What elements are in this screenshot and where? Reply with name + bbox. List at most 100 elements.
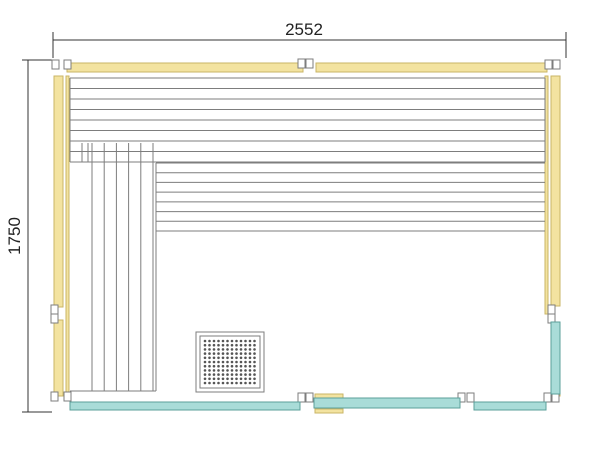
heater-stone xyxy=(230,360,234,364)
height-dimension-label: 1750 xyxy=(5,217,24,255)
heater-stone xyxy=(226,360,229,364)
heater-stone xyxy=(248,348,252,351)
heater-stone xyxy=(226,339,229,343)
heater-stone xyxy=(253,343,256,347)
heater-stone xyxy=(208,381,211,385)
heater-stone xyxy=(226,343,229,347)
heater-stone xyxy=(208,339,211,343)
width-dimension xyxy=(52,32,567,58)
heater-stone xyxy=(235,352,238,355)
heater-stone xyxy=(221,381,225,385)
heater-stone xyxy=(221,352,225,355)
heater-stone xyxy=(248,339,252,343)
heater-stone xyxy=(248,377,252,381)
heater-stone xyxy=(244,369,247,372)
heater-stone xyxy=(244,348,247,351)
heater-stone xyxy=(208,377,211,381)
glass-panel-side xyxy=(550,321,561,395)
heater-stone xyxy=(253,352,256,355)
heater-stone xyxy=(212,360,216,364)
heater-stone xyxy=(221,356,225,360)
side-bench xyxy=(70,143,157,392)
heater-stone xyxy=(217,356,220,360)
heater-stone xyxy=(208,360,211,364)
heater-stone xyxy=(235,343,238,347)
heater-stone xyxy=(208,348,211,351)
heater-stone xyxy=(217,381,220,385)
heater-stone xyxy=(239,343,243,347)
frame-post xyxy=(543,392,552,403)
heater-stone xyxy=(253,339,256,343)
heater-stone xyxy=(230,352,234,355)
heater-stone xyxy=(244,356,247,360)
heater-stone xyxy=(226,373,229,376)
heater-stone xyxy=(230,377,234,381)
heater-stone xyxy=(253,369,256,372)
heater-stone xyxy=(221,377,225,381)
heater-stone xyxy=(226,381,229,385)
heater-stone xyxy=(212,343,216,347)
frame-post xyxy=(297,392,306,403)
heater-stone xyxy=(244,352,247,355)
heater-stone xyxy=(244,381,247,385)
heater-stone xyxy=(248,352,252,355)
frame-post xyxy=(305,392,314,403)
heater-stone xyxy=(253,377,256,381)
heater-stone xyxy=(203,360,207,364)
door-frame-bottom xyxy=(314,408,344,414)
heater-stone xyxy=(235,339,238,343)
heater-stone xyxy=(248,360,252,364)
heater-stone xyxy=(212,377,216,381)
heater-stone xyxy=(239,381,243,385)
heater-stone xyxy=(244,373,247,376)
heater-stone xyxy=(244,343,247,347)
sauna-heater xyxy=(195,331,265,393)
glass-door xyxy=(313,397,461,409)
heater-stone xyxy=(253,356,256,360)
frame-post xyxy=(547,304,556,315)
frame-post xyxy=(50,391,59,402)
heater-stone xyxy=(253,381,256,385)
heater-stone xyxy=(248,381,252,385)
heater-stone xyxy=(203,373,207,376)
heater-stone xyxy=(212,381,216,385)
lower-bench xyxy=(156,162,545,232)
heater-stone xyxy=(217,339,220,343)
heater-stone xyxy=(230,369,234,372)
heater-stone xyxy=(221,348,225,351)
heater-stone xyxy=(248,356,252,360)
heater-stone xyxy=(226,364,229,368)
heater-stone xyxy=(226,369,229,372)
heater-stone xyxy=(208,369,211,372)
heater-stone xyxy=(203,352,207,355)
heater-stone xyxy=(217,369,220,372)
heater-stone xyxy=(203,369,207,372)
heater-stone xyxy=(208,352,211,355)
height-dimension xyxy=(22,59,52,413)
heater-stone xyxy=(208,356,211,360)
heater-stone xyxy=(248,373,252,376)
heater-stone xyxy=(239,373,243,376)
heater-stone xyxy=(239,339,243,343)
heater-stone xyxy=(212,373,216,376)
heater-stone xyxy=(235,360,238,364)
heater-stone xyxy=(212,352,216,355)
heater-stone xyxy=(244,360,247,364)
heater-stone xyxy=(230,364,234,368)
heater-stone xyxy=(239,377,243,381)
heater-stone xyxy=(235,377,238,381)
heater-stone xyxy=(253,348,256,351)
upper-bench xyxy=(69,77,546,163)
top-wall-right xyxy=(315,62,548,73)
heater-stone xyxy=(203,339,207,343)
heater-stone xyxy=(239,356,243,360)
heater-stone xyxy=(230,339,234,343)
heater-stone xyxy=(248,369,252,372)
width-dimension-label: 2552 xyxy=(285,20,323,39)
heater-stone xyxy=(208,373,211,376)
frame-post xyxy=(50,304,59,315)
heater-stone xyxy=(239,364,243,368)
heater-stone xyxy=(235,373,238,376)
heater-stone xyxy=(217,343,220,347)
